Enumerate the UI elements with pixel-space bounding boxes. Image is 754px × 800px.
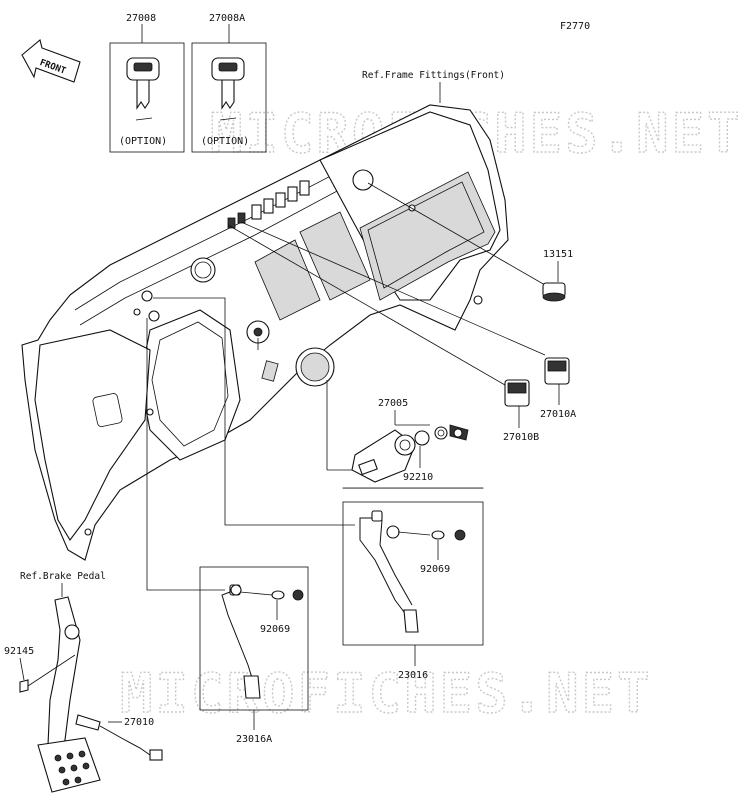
key-icon [126,57,160,110]
key-box-27008: 27008 (OPTION) [109,13,185,153]
key-box-27008A: 27008A (OPTION) [191,13,267,153]
callout-92069-left: 92069 [260,624,290,635]
front-arrow-icon: FRONT [21,39,81,83]
callout-27010B: 27010B [503,432,539,443]
callout-23016: 23016 [398,670,428,681]
key-icon [211,57,245,110]
key-note-27008: (OPTION) [119,136,167,147]
harness-23016 [359,510,466,633]
harness-23016A [221,584,304,699]
leader-lines [146,182,546,591]
ref-frame-fittings: Ref.Frame Fittings(Front) [362,70,505,81]
ref-brake-pedal: Ref.Brake Pedal [20,571,106,582]
callout-27005: 27005 [378,398,408,409]
callout-92210: 92210 [403,472,433,483]
ignition-switch-27005 [351,424,469,483]
figure-code: F2770 [560,21,590,32]
callout-27010: 27010 [124,717,154,728]
switch-27010B [504,379,530,407]
dashboard-panel [21,104,509,561]
key-part-27008A: 27008A [209,13,245,24]
switch-slots [227,180,310,229]
callout-92069-right: 92069 [420,564,450,575]
key-part-27008: 27008 [126,13,156,24]
callout-27010A: 27010A [540,409,576,420]
brake-pedal [19,596,101,793]
box-23016 [342,501,484,646]
callout-23016A: 23016A [236,734,272,745]
callout-92145: 92145 [4,646,34,657]
switch-27010A [544,357,570,385]
watermark-bottom: MICROFICHES.NET [120,662,653,725]
key-note-27008A: (OPTION) [201,136,249,147]
socket-13151 [542,282,566,302]
callout-13151: 13151 [543,249,573,260]
brake-switch-27010 [75,714,163,761]
